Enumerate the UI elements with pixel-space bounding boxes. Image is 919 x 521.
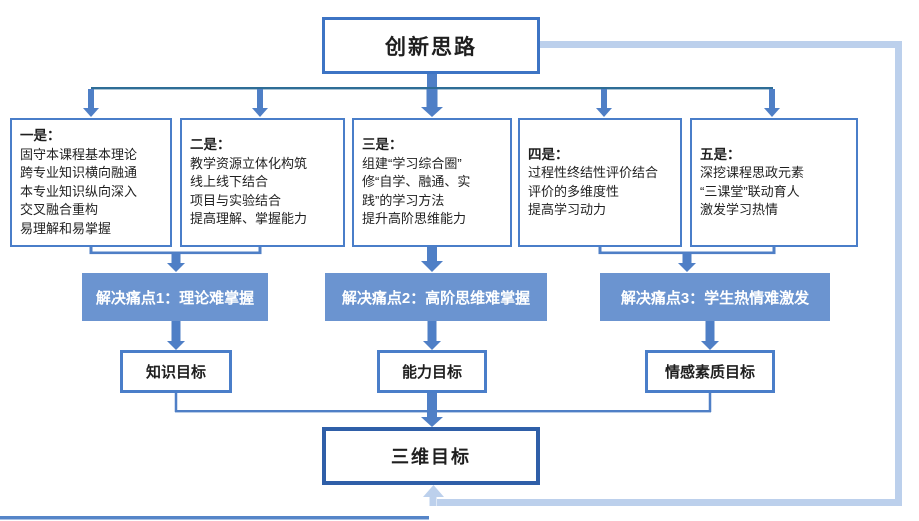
strategy-line: 交叉融合重构 [20, 202, 99, 217]
strategy-box-3-title: 三是： [362, 137, 403, 153]
title-label: 创新思路 [385, 35, 477, 59]
pain-to-goal-arrows [167, 321, 719, 350]
goal-box-knowledge-label: 知识目标 [145, 364, 206, 381]
strategy-box-3: 三是： 组建“学习综合圈” 修“自学、融通、实 践”的学习方法 提升高阶思维能力 [352, 118, 512, 247]
pain-point-2: 解决痛点2：高阶思维难掌握 [325, 273, 547, 321]
strategy-box-4: 四是： 过程性终结性评价结合 评价的多维度性 提高学习动力 [518, 118, 682, 247]
strategy-line: 组建“学习综合圈” [362, 155, 462, 171]
strategy-line: 修“自学、融通、实 [362, 174, 471, 190]
strategy-line: 评价的多维度性 [528, 183, 620, 199]
pain-point-2-label: 解决痛点2：高阶思维难掌握 [341, 289, 531, 307]
goal-box-ability-label: 能力目标 [401, 364, 462, 381]
strategy-box-2-title: 二是： [190, 137, 231, 153]
strategy-line: 过程性终结性评价结合 [528, 165, 659, 180]
strategy-line: 教学资源立体化构筑 [190, 155, 308, 171]
strategy-box-4-title: 四是： [528, 146, 569, 162]
strategy-line: 深挖课程思政元素 [700, 165, 805, 180]
bottom-left-line [0, 516, 429, 520]
branch-arrows [83, 89, 780, 117]
branch-line [91, 87, 773, 90]
strategy-line: 提升高阶思维能力 [362, 211, 467, 227]
title-stem [427, 73, 437, 89]
strategy-line: 易理解和易掌握 [20, 220, 112, 236]
final-box: 三维目标 [322, 427, 540, 485]
strategy-line: 跨专业知识横向融通 [20, 165, 138, 180]
strategy-box-1-title: 一是： [20, 128, 61, 143]
strategy-box-5: 五是： 深挖课程思政元素 “三课堂”联动育人 激发学习热情 [690, 118, 858, 247]
goal-box-emotion: 情感素质目标 [645, 350, 775, 393]
pain-point-1: 解决痛点1：理论难掌握 [82, 273, 268, 321]
merge-connectors [89, 247, 776, 272]
pain-point-3: 解决痛点3：学生热情难激发 [600, 273, 830, 321]
pain-point-3-label: 解决痛点3：学生热情难激发 [620, 289, 810, 307]
goal-box-ability: 能力目标 [377, 350, 487, 393]
strategy-line: 激发学习热情 [700, 202, 779, 217]
strategy-line: 项目与实验结合 [190, 192, 282, 208]
pain-point-1-label: 解决痛点1：理论难掌握 [95, 289, 255, 307]
strategy-box-1: 一是： 固守本课程基本理论 跨专业知识横向融通 本专业知识纵向深入 交叉融合重构… [10, 118, 172, 247]
title-box: 创新思路 [322, 17, 540, 74]
strategy-line: 践”的学习方法 [362, 192, 445, 208]
strategy-box-2: 二是： 教学资源立体化构筑 线上线下结合 项目与实验结合 提高理解、掌握能力 [180, 118, 345, 247]
strategy-box-5-title: 五是： [700, 146, 741, 162]
strategy-line: 提高理解、掌握能力 [190, 211, 308, 227]
goal-box-knowledge: 知识目标 [120, 350, 232, 393]
goal-box-emotion-label: 情感素质目标 [664, 364, 755, 381]
final-box-label: 三维目标 [391, 447, 471, 467]
strategy-line: 提高学习动力 [528, 202, 607, 217]
strategy-line: 固守本课程基本理论 [20, 146, 138, 162]
strategy-line: 本专业知识纵向深入 [20, 183, 138, 199]
strategy-line: “三课堂”联动育人 [700, 183, 800, 199]
strategy-line: 线上线下结合 [190, 174, 269, 190]
goals-converge-connector [174, 393, 712, 427]
